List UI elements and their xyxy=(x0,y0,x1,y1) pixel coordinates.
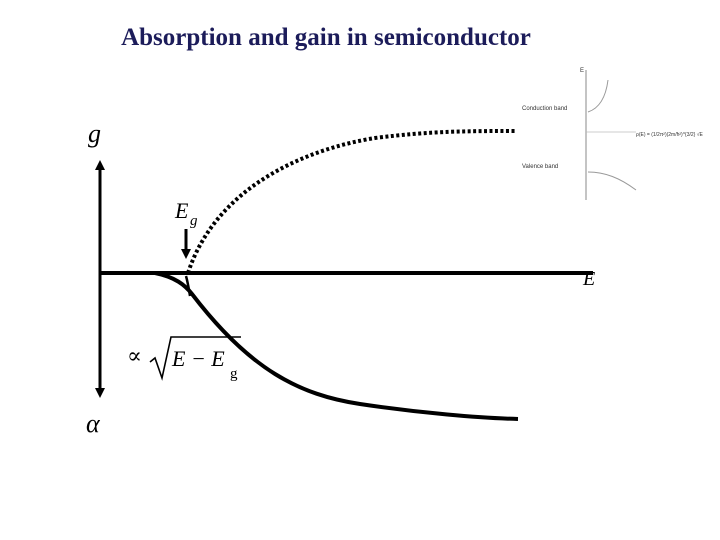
density-of-states-inset: E Conduction band Valence band ρ(E) = (1… xyxy=(522,68,703,200)
conduction-band-label: Conduction band xyxy=(522,106,567,112)
inset-axis-label: E xyxy=(580,68,584,74)
band-gap-label: E xyxy=(174,198,189,223)
gain-axis-label: g xyxy=(88,119,101,148)
valence-band-label: Valence band xyxy=(522,164,558,170)
proportional-symbol: ∝ xyxy=(127,343,142,368)
band-edge-cusp xyxy=(184,275,192,297)
energy-axis-label: E xyxy=(582,268,595,290)
band-gap-label-sub: g xyxy=(190,213,198,229)
absorption-curve xyxy=(154,271,519,421)
sqrt-expression-sub: g xyxy=(230,366,238,382)
sqrt-radical xyxy=(149,336,241,381)
dos-formula: ρ(E) = (1/2π²)(2m/ħ²)^{3/2} √E xyxy=(636,131,703,138)
sqrt-expression: E − E xyxy=(171,346,225,371)
slide-title: Absorption and gain in semiconductor xyxy=(121,24,531,51)
absorption-axis-label: α xyxy=(86,409,101,438)
valence-band-curve xyxy=(587,171,637,191)
conduction-band-curve xyxy=(587,79,609,113)
gain-curve xyxy=(186,129,516,274)
